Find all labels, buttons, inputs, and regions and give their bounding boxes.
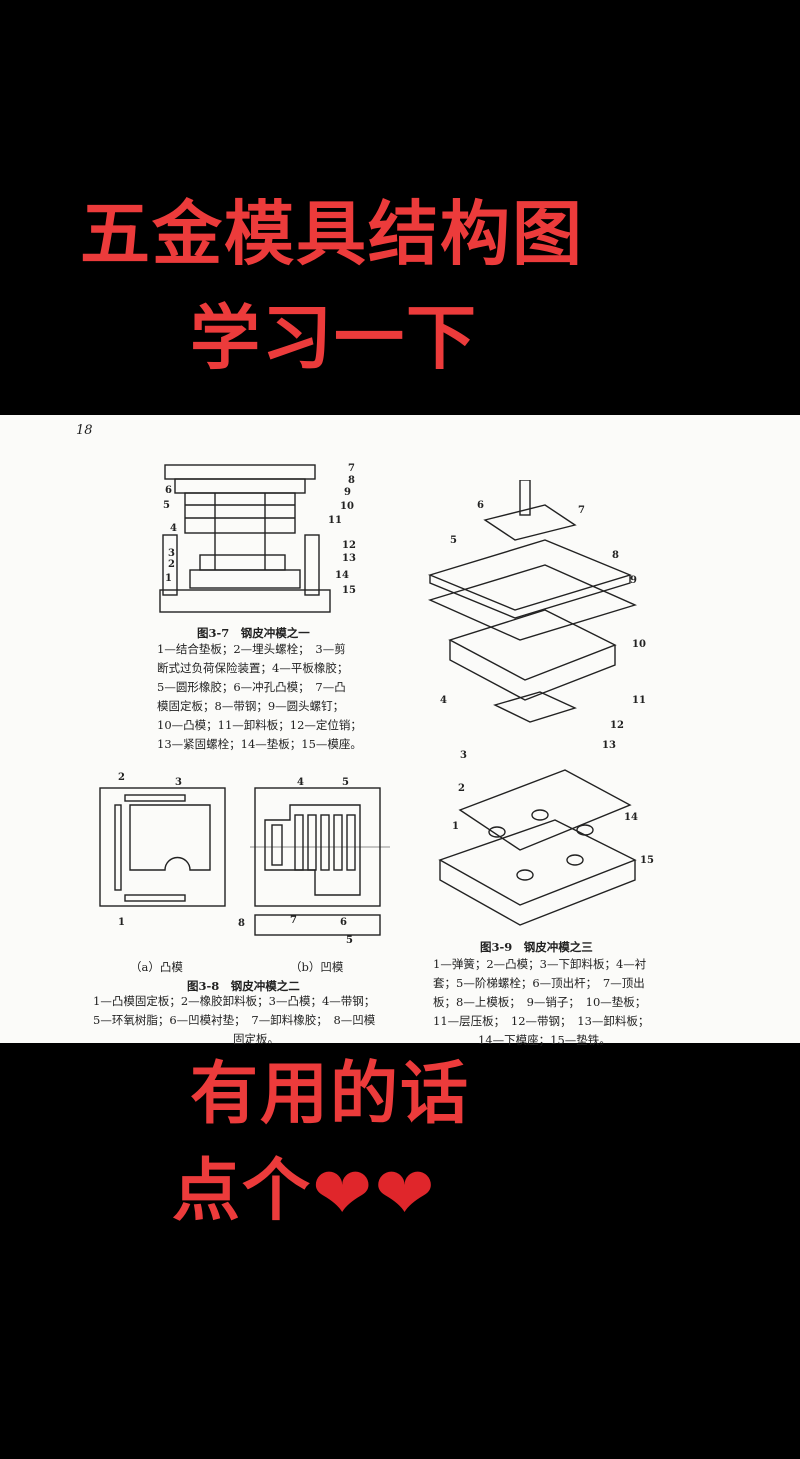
legend-line: 1—弹簧；2—凸模；3—下卸料板；4—衬 (433, 957, 647, 971)
fig39-part-label: 10 (632, 639, 646, 650)
fig37-legend: 1—结合垫板；2—埋头螺栓； 3—剪 断式过负荷保险装置；4—平板橡胶； 5—圆… (157, 640, 362, 754)
fig37-part-label: 2 (168, 559, 175, 570)
fig38-part-label: 4 (297, 777, 304, 788)
fig37-part-label: 9 (344, 487, 351, 498)
fig37-part-label: 14 (335, 570, 349, 581)
heart-icon: ❤ (374, 1151, 437, 1235)
fig37-part-label: 4 (170, 523, 177, 534)
fig38-caption: 图3-8 钢皮冲模之二 (187, 979, 300, 993)
fig39-caption: 图3-9 钢皮冲模之三 (480, 940, 593, 954)
fig39-part-label: 12 (610, 720, 624, 731)
fig39-part-label: 15 (640, 855, 654, 866)
fig37-part-label: 7 (348, 463, 355, 474)
fig37-part-label: 6 (165, 485, 172, 496)
fig37-part-label: 5 (163, 500, 170, 511)
fig39-part-label: 4 (440, 695, 447, 706)
fig37-drawing (159, 464, 331, 613)
fig39-part-label: 11 (632, 695, 646, 706)
fig39-part-label: 14 (624, 812, 638, 823)
fig38-part-label: 2 (118, 772, 125, 783)
fig37-part-label: 11 (328, 515, 342, 526)
legend-line: 13—紧固螺栓；14—垫板；15—模座。 (157, 737, 362, 751)
fig37-caption: 图3-7 钢皮冲模之一 (197, 626, 310, 640)
fig39-part-label: 8 (612, 550, 619, 561)
legend-line: 固定板。 (233, 1032, 279, 1046)
fig37-part-label: 10 (340, 501, 354, 512)
legend-line: 模固定板；8—带钢；9—圆头螺钉； (157, 699, 345, 713)
fig39-part-label: 1 (452, 821, 459, 832)
fig37-part-label: 3 (168, 548, 175, 559)
fig38-part-label: 3 (175, 777, 182, 788)
fig37-part-label: 13 (342, 553, 356, 564)
fig37-part-label: 1 (165, 573, 172, 584)
fig39-part-label: 7 (578, 505, 585, 516)
heart-icon: ❤ (312, 1151, 375, 1235)
fig39-part-label: 2 (458, 783, 465, 794)
fig38-legend: 1—凸模固定板；2—橡胶卸料板；3—凸模；4—带钢； 5—环氧树脂；6—凹模衬垫… (93, 992, 375, 1049)
page-number: 18 (76, 423, 93, 438)
legend-line: 10—凸模；11—卸料板；12—定位销； (157, 718, 362, 732)
fig39-part-label: 6 (477, 500, 484, 511)
legend-line: 1—凸模固定板；2—橡胶卸料板；3—凸模；4—带钢； (93, 994, 376, 1008)
fig39-part-label: 3 (460, 750, 467, 761)
fig38a-drawing (99, 787, 226, 907)
legend-line: 14—下模座；15—垫铁。 (478, 1033, 611, 1047)
cta-text: 点个 (172, 1152, 313, 1231)
fig38-part-label: 8 (238, 918, 245, 929)
legend-line: 5—圆形橡胶；6—冲孔凸模； 7—凸 (157, 680, 346, 694)
legend-line: 断式过负荷保险装置；4—平板橡胶； (157, 661, 349, 675)
fig38-part-label: 5 (342, 777, 349, 788)
fig39-part-label: 5 (450, 535, 457, 546)
fig38b-drawing (250, 787, 390, 936)
cta-line-1: 有用的话 (190, 1055, 471, 1134)
fig38-sub-a: （a）凸模 (130, 960, 183, 974)
fig37-part-label: 15 (342, 585, 356, 596)
fig37-part-label: 12 (342, 540, 356, 551)
legend-line: 11—层压板； 12—带钢； 13—卸料板； (433, 1014, 650, 1028)
fig38-part-label: 6 (340, 917, 347, 928)
scanned-textbook-page: 18 图3-7 钢皮冲模之一 1—结合垫板；2—埋头螺栓； 3—剪 断式过负荷保… (0, 415, 800, 1047)
fig38-sub-b: （b）凹模 (290, 960, 344, 974)
fig38-part-label: 1 (118, 917, 125, 928)
fig39-drawing (427, 480, 638, 926)
legend-line: 套；5—阶梯螺栓；6—顶出杆； 7—顶出 (433, 976, 645, 990)
fig38-part-label: 5 (346, 935, 353, 946)
fig37-part-label: 8 (348, 475, 355, 486)
legend-line: 板；8—上模板； 9—销子； 10—垫板； (433, 995, 647, 1009)
legend-line: 1—结合垫板；2—埋头螺栓； 3—剪 (157, 642, 346, 656)
title-line-1: 五金模具结构图 (80, 193, 584, 275)
legend-line: 5—环氧树脂；6—凹模衬垫； 7—卸料橡胶； 8—凹模 (93, 1013, 376, 1027)
fig39-part-label: 9 (630, 575, 637, 586)
fig38-part-label: 7 (290, 915, 297, 926)
fig39-legend: 1—弹簧；2—凸模；3—下卸料板；4—衬 套；5—阶梯螺栓；6—顶出杆； 7—顶… (433, 955, 649, 1050)
cta-line-2: 点个❤❤ (172, 1135, 437, 1235)
title-line-2: 学习一下 (190, 297, 478, 379)
fig39-part-label: 13 (602, 740, 616, 751)
